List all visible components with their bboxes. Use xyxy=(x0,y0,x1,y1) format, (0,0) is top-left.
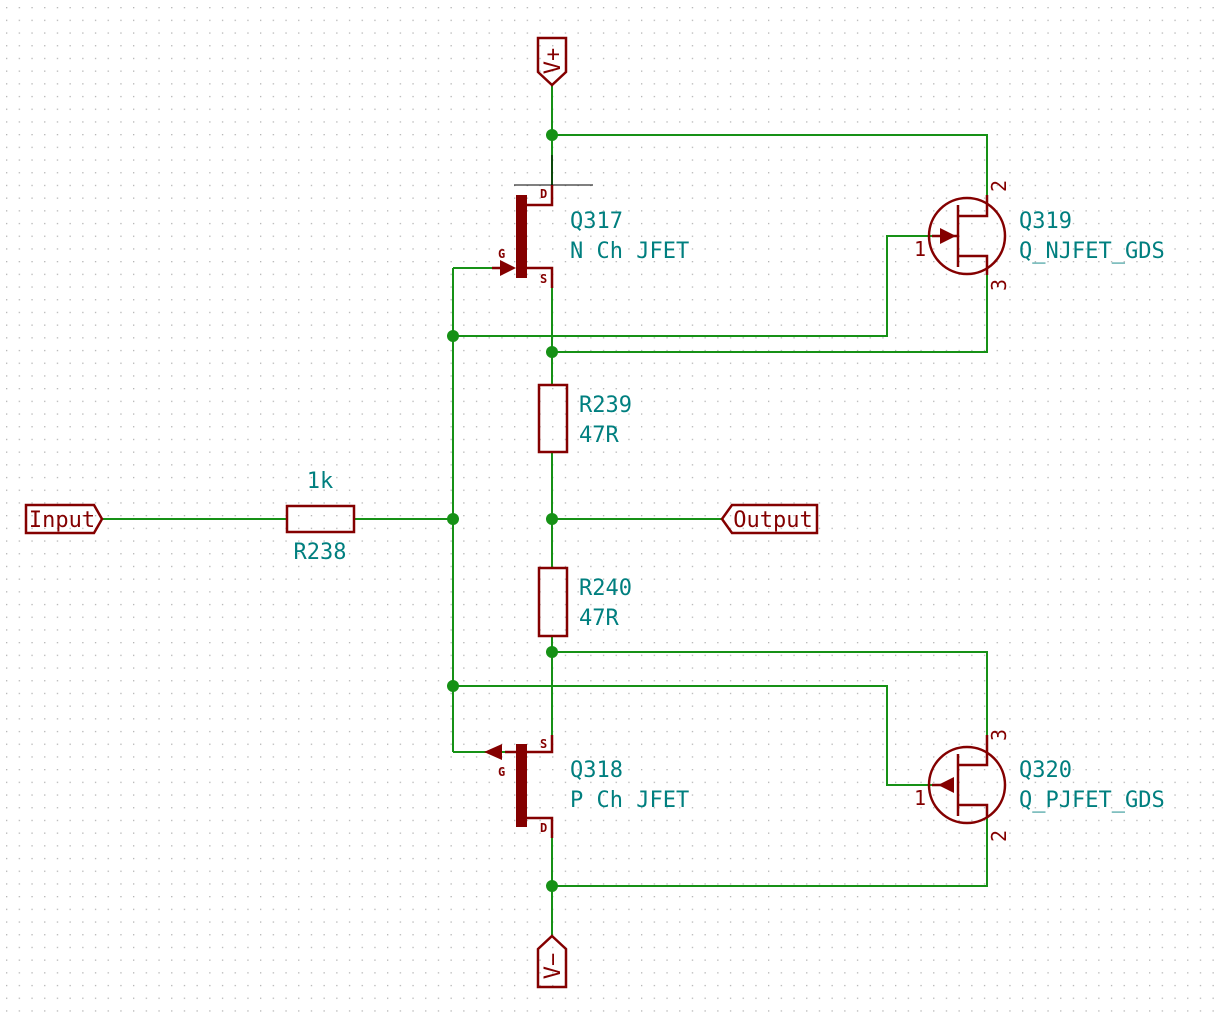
junction xyxy=(447,330,459,342)
vplus-flag[interactable]: V+ xyxy=(536,36,568,87)
q319-ref: Q319 xyxy=(1019,209,1072,234)
gate-arrow-icon xyxy=(940,228,956,244)
q317-pin-s: S xyxy=(540,272,547,286)
junction xyxy=(546,129,558,141)
r238-value: 1k xyxy=(307,469,334,494)
q320-pin-1: 1 xyxy=(914,786,926,810)
output-label-text: Output xyxy=(733,508,812,533)
q317-pin-g: G xyxy=(498,247,505,261)
q318-ref: Q318 xyxy=(570,758,623,783)
junction xyxy=(546,880,558,892)
q317-ref: Q317 xyxy=(570,209,623,234)
q320-pin-2: 2 xyxy=(987,830,1011,842)
junctions xyxy=(447,129,558,892)
q317-pin-d: D xyxy=(540,187,547,201)
r240-value: 47R xyxy=(579,606,619,631)
gate-arrow-icon xyxy=(500,260,516,276)
jfet-q319[interactable]: 1 2 3 Q319 Q_NJFET_GDS xyxy=(914,180,1165,291)
input-label-text: Input xyxy=(29,508,95,533)
q320-ref: Q320 xyxy=(1019,758,1072,783)
jfet-q318[interactable]: S G D Q318 P Ch JFET xyxy=(484,735,689,838)
vminus-flag[interactable]: V− xyxy=(536,934,568,989)
q319-value: Q_NJFET_GDS xyxy=(1019,239,1165,264)
resistor-r238[interactable]: 1k R238 xyxy=(285,469,356,565)
r239-value: 47R xyxy=(579,423,619,448)
gate-arrow-icon xyxy=(938,777,954,793)
r239-ref: R239 xyxy=(579,393,632,418)
junction xyxy=(447,680,459,692)
vplus-label: V+ xyxy=(541,48,566,75)
junction xyxy=(546,646,558,658)
q319-pin-3: 3 xyxy=(987,279,1011,291)
q318-pin-s: S xyxy=(540,737,547,751)
jfet-q317[interactable]: D G S Q317 N Ch JFET xyxy=(492,155,689,288)
output-label[interactable]: Output xyxy=(720,503,819,535)
wires xyxy=(102,85,988,936)
vminus-label: V− xyxy=(541,953,566,980)
junction xyxy=(447,513,459,525)
resistor-r239[interactable]: R239 47R xyxy=(537,383,632,454)
q318-value: P Ch JFET xyxy=(570,788,689,813)
q320-pin-3: 3 xyxy=(987,729,1011,741)
resistor-r240[interactable]: R240 47R xyxy=(537,566,632,638)
q317-value: N Ch JFET xyxy=(570,239,689,264)
junction xyxy=(546,346,558,358)
junction xyxy=(546,513,558,525)
q318-pin-g: G xyxy=(498,765,505,779)
q320-value: Q_PJFET_GDS xyxy=(1019,788,1165,813)
q319-pin-2: 2 xyxy=(987,180,1011,192)
q318-pin-d: D xyxy=(540,821,547,835)
r238-ref: R238 xyxy=(294,540,347,565)
input-label[interactable]: Input xyxy=(24,503,104,535)
gate-arrow-icon xyxy=(484,744,502,760)
q319-pin-1: 1 xyxy=(914,237,926,261)
jfet-q320[interactable]: 1 3 2 Q320 Q_PJFET_GDS xyxy=(914,729,1165,842)
r240-ref: R240 xyxy=(579,576,632,601)
